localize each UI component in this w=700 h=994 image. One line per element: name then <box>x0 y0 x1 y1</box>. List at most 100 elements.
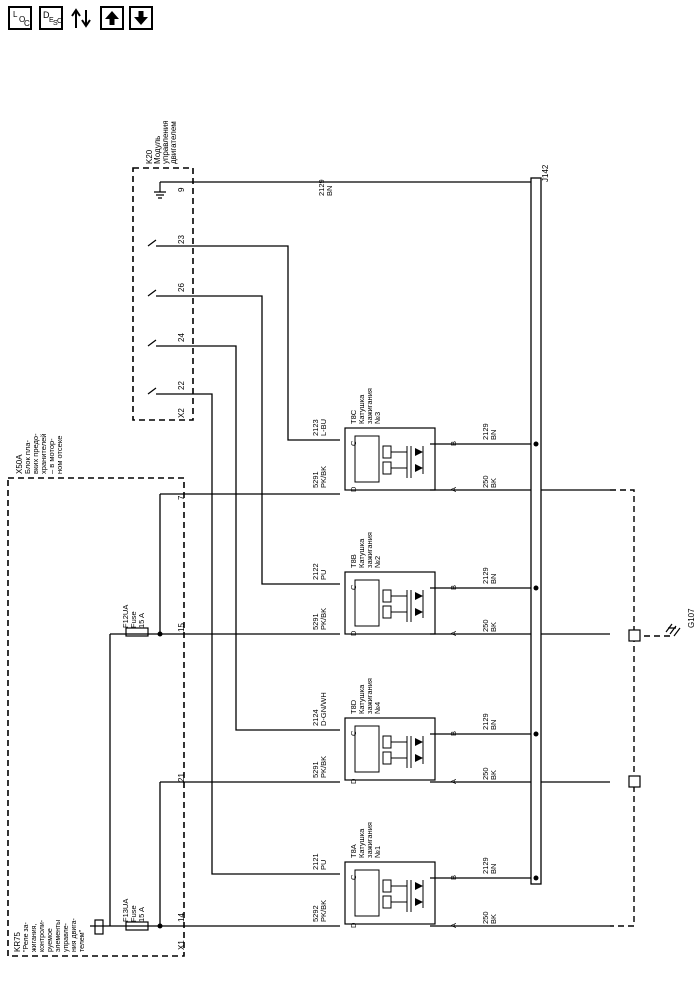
k20-ground-symbol <box>154 182 166 199</box>
fuse-f12ua-rating: 15 A <box>137 613 146 628</box>
coil-pin-a: A <box>449 487 458 492</box>
coil-pin-a: A <box>449 631 458 636</box>
wire-c-num: 2121 <box>311 853 320 870</box>
ground-connector-1 <box>628 629 641 642</box>
wire-b-num: 2129 <box>481 713 490 730</box>
x50a-pin-14: 14 <box>177 913 186 922</box>
wire-d-num: 5292 <box>311 905 320 922</box>
coil-pin-d: D <box>349 778 358 784</box>
description-letter-c: C <box>57 18 63 25</box>
ground-g107-symbol <box>665 623 681 637</box>
location-letter-l: L <box>13 10 18 19</box>
coil-line1: Катушка <box>357 394 366 424</box>
kr75-line7: ния двига- <box>71 917 78 952</box>
wire-d-num: 5291 <box>311 761 320 778</box>
wire-d-num: 5291 <box>311 613 320 630</box>
x50a-pin-21: 21 <box>177 773 186 782</box>
coil-line2: зажигания <box>365 388 374 424</box>
j142-label: J142 <box>541 164 550 182</box>
wire-d-col: PK/BK <box>319 900 328 922</box>
description-letter-e: E <box>49 17 54 24</box>
description-button[interactable]: D E S C <box>39 6 63 30</box>
wire-d-col: PK/BK <box>319 608 328 630</box>
x50a-pin-15: 15 <box>177 623 186 632</box>
arrow-down-icon <box>134 11 148 25</box>
wire-c-num: 2124 <box>311 709 320 726</box>
location-letter-c: C <box>24 19 30 28</box>
coil-pin-a: A <box>449 779 458 784</box>
wire-b-num: 2129 <box>481 423 490 440</box>
wire-a-num: 250 <box>481 619 490 632</box>
k20-pin-23: 23 <box>177 235 186 244</box>
kr75-line8: телем" <box>79 929 86 952</box>
wire-a-num: 250 <box>481 911 490 924</box>
ground-g107-label: G107 <box>687 608 696 628</box>
k20-line3: двигателем <box>169 121 178 164</box>
top-wire-label: 2129 BN <box>317 179 334 196</box>
x50a-connector-x1: X1 <box>177 940 186 950</box>
arrow-up-icon <box>105 11 119 25</box>
location-button[interactable]: L O C <box>8 6 32 30</box>
k20-switches <box>147 239 175 395</box>
fuse-f13ua-ref: F13UA <box>121 899 130 922</box>
wire-d-num: 5291 <box>311 471 320 488</box>
coil-line2: зажигания <box>365 532 374 568</box>
wire-c-num: 2122 <box>311 563 320 580</box>
x50a-line2: вких предо- <box>31 433 40 474</box>
coil-line1: Катушка <box>357 684 366 714</box>
wire-a-col: BK <box>489 914 498 924</box>
x50a-line5: ном отсеке <box>55 436 64 474</box>
wire-c-col: D-GN/WH <box>319 692 328 726</box>
x50a-pin-7: 7 <box>177 495 186 500</box>
coil-pin-c: C <box>349 874 358 880</box>
wire-b-num: 2129 <box>481 857 490 874</box>
coil-t8c: T8C Катушка зажигания №3 C D B A 2123 L-… <box>311 388 498 492</box>
coil-pin-b: B <box>449 441 458 446</box>
coil-pin-c: C <box>349 440 358 446</box>
connector-tools-icon[interactable] <box>68 6 94 30</box>
coil-pin-d: D <box>349 630 358 636</box>
wire-a-col: BK <box>489 770 498 780</box>
description-letter-s: S <box>53 20 58 27</box>
arrow-down-button[interactable] <box>129 6 153 30</box>
coil-ref: T8A <box>349 844 358 858</box>
wire-a-num: 250 <box>481 767 490 780</box>
coil-pin-b: B <box>449 585 458 590</box>
ground-return <box>610 489 672 927</box>
k20-connector-x2: X2 <box>177 408 186 418</box>
k20-pin-9: 9 <box>177 187 186 192</box>
kr75-line4: руемое <box>47 928 54 952</box>
kr75-contact-symbol <box>94 919 104 935</box>
k20-label: K20 Модуль управления двигателем <box>145 120 178 164</box>
coil-t8a: T8A Катушка зажигания №1 C D B A 2121 PU… <box>311 822 498 928</box>
wire-b-num: 2129 <box>481 567 490 584</box>
wire-d-col: PK/BK <box>319 466 328 488</box>
coil-ref: T8B <box>349 554 358 568</box>
wire-b-col: BN <box>489 574 498 584</box>
wire-a-col: BK <box>489 622 498 632</box>
fuse-f12ua-ref: F12UA <box>121 605 130 628</box>
k20-pin-26: 26 <box>177 283 186 292</box>
wire-b-col: BN <box>489 864 498 874</box>
ground-connector-2 <box>628 775 641 788</box>
x50a-line1: Блок пла- <box>23 440 32 474</box>
kr75-line3: контроли- <box>39 919 46 952</box>
coil-pin-a: A <box>449 923 458 928</box>
coil-line1: Катушка <box>357 828 366 858</box>
top-wire-col: BN <box>325 186 334 196</box>
wire-b-col: BN <box>489 430 498 440</box>
wire-c-col: L-BU <box>319 419 328 436</box>
coil-pin-d: D <box>349 486 358 492</box>
wire-c-col: PU <box>319 860 328 870</box>
coil-line3: №2 <box>373 556 382 568</box>
arrow-up-button[interactable] <box>100 6 124 30</box>
coil-pin-c: C <box>349 584 358 590</box>
k20-line1: Модуль <box>153 136 162 164</box>
wire-d-col: PK/BK <box>319 756 328 778</box>
coil-pin-b: B <box>449 875 458 880</box>
k20-pin-labels: 9 23 26 24 22 X2 <box>177 187 186 418</box>
fuse-labels: F12UA Fuse 15 A F13UA Fuse 15 A <box>121 605 146 922</box>
coil-ref: T8C <box>349 409 358 424</box>
fuse-f13ua-rating: 15 A <box>137 907 146 922</box>
